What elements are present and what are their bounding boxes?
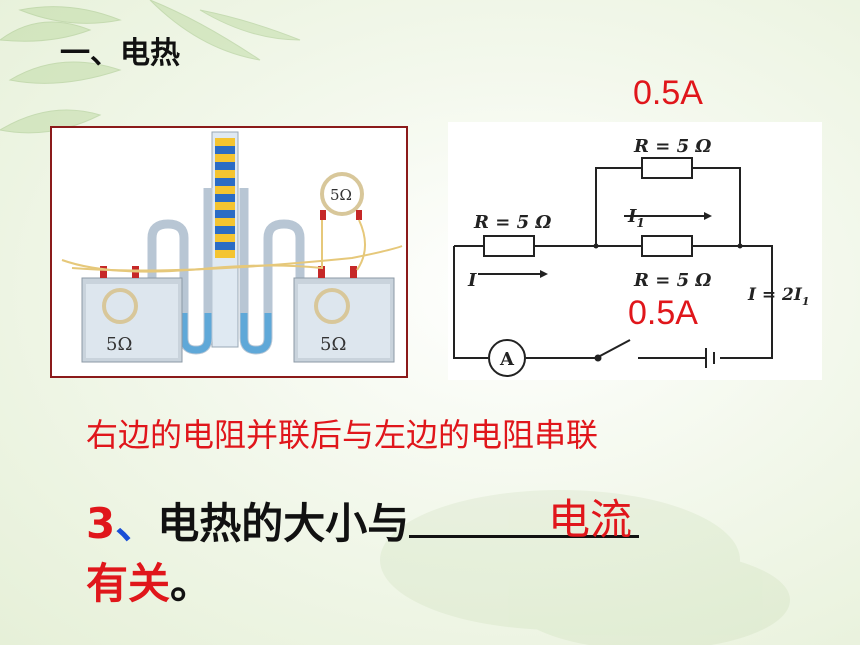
question-line-1: 3、电热的大小与 — [86, 490, 640, 551]
section-heading: 一、电热 — [60, 36, 180, 71]
total-current-relation: I = 2I1 — [747, 285, 809, 308]
answer-blank — [409, 497, 640, 538]
question-period: 。 — [170, 559, 213, 608]
explanation-sentence: 右边的电阻并联后与左边的电阻串联 — [86, 416, 599, 454]
circuit-diagram: R = 5 Ω R = 5 Ω R = 5 Ω I1 I I = 2I1 A — [448, 122, 822, 380]
top-current-label: 0.5A — [633, 74, 703, 112]
experiment-apparatus-figure: 5Ω 5Ω 5Ω — [50, 126, 408, 378]
coil-resistance-label: 5Ω — [330, 186, 352, 204]
branch-current-label: I1 — [627, 206, 645, 230]
question-separator: 、 — [115, 499, 158, 548]
question-line-2: 有关。 — [86, 550, 212, 611]
apparatus-illustration: 5Ω 5Ω 5Ω — [61, 131, 403, 363]
bottom-current-label: 0.5A — [628, 294, 698, 332]
question-text: 电热的大小与 — [157, 499, 410, 548]
circuit-schematic: R = 5 Ω R = 5 Ω R = 5 Ω I1 I I = 2I1 A — [453, 136, 809, 377]
bottom-resistor-label: R = 5 Ω — [633, 270, 711, 291]
top-resistor-label: R = 5 Ω — [633, 136, 711, 157]
answer-text: 电流 — [548, 495, 633, 544]
left-resistor-label: R = 5 Ω — [473, 212, 551, 233]
ammeter-label: A — [499, 349, 515, 370]
main-current-label: I — [467, 270, 477, 291]
right-box-resistance: 5Ω — [320, 334, 346, 355]
question-number: 3 — [86, 499, 116, 548]
left-box-resistance: 5Ω — [106, 334, 132, 355]
question-tail-text: 有关 — [86, 559, 171, 608]
